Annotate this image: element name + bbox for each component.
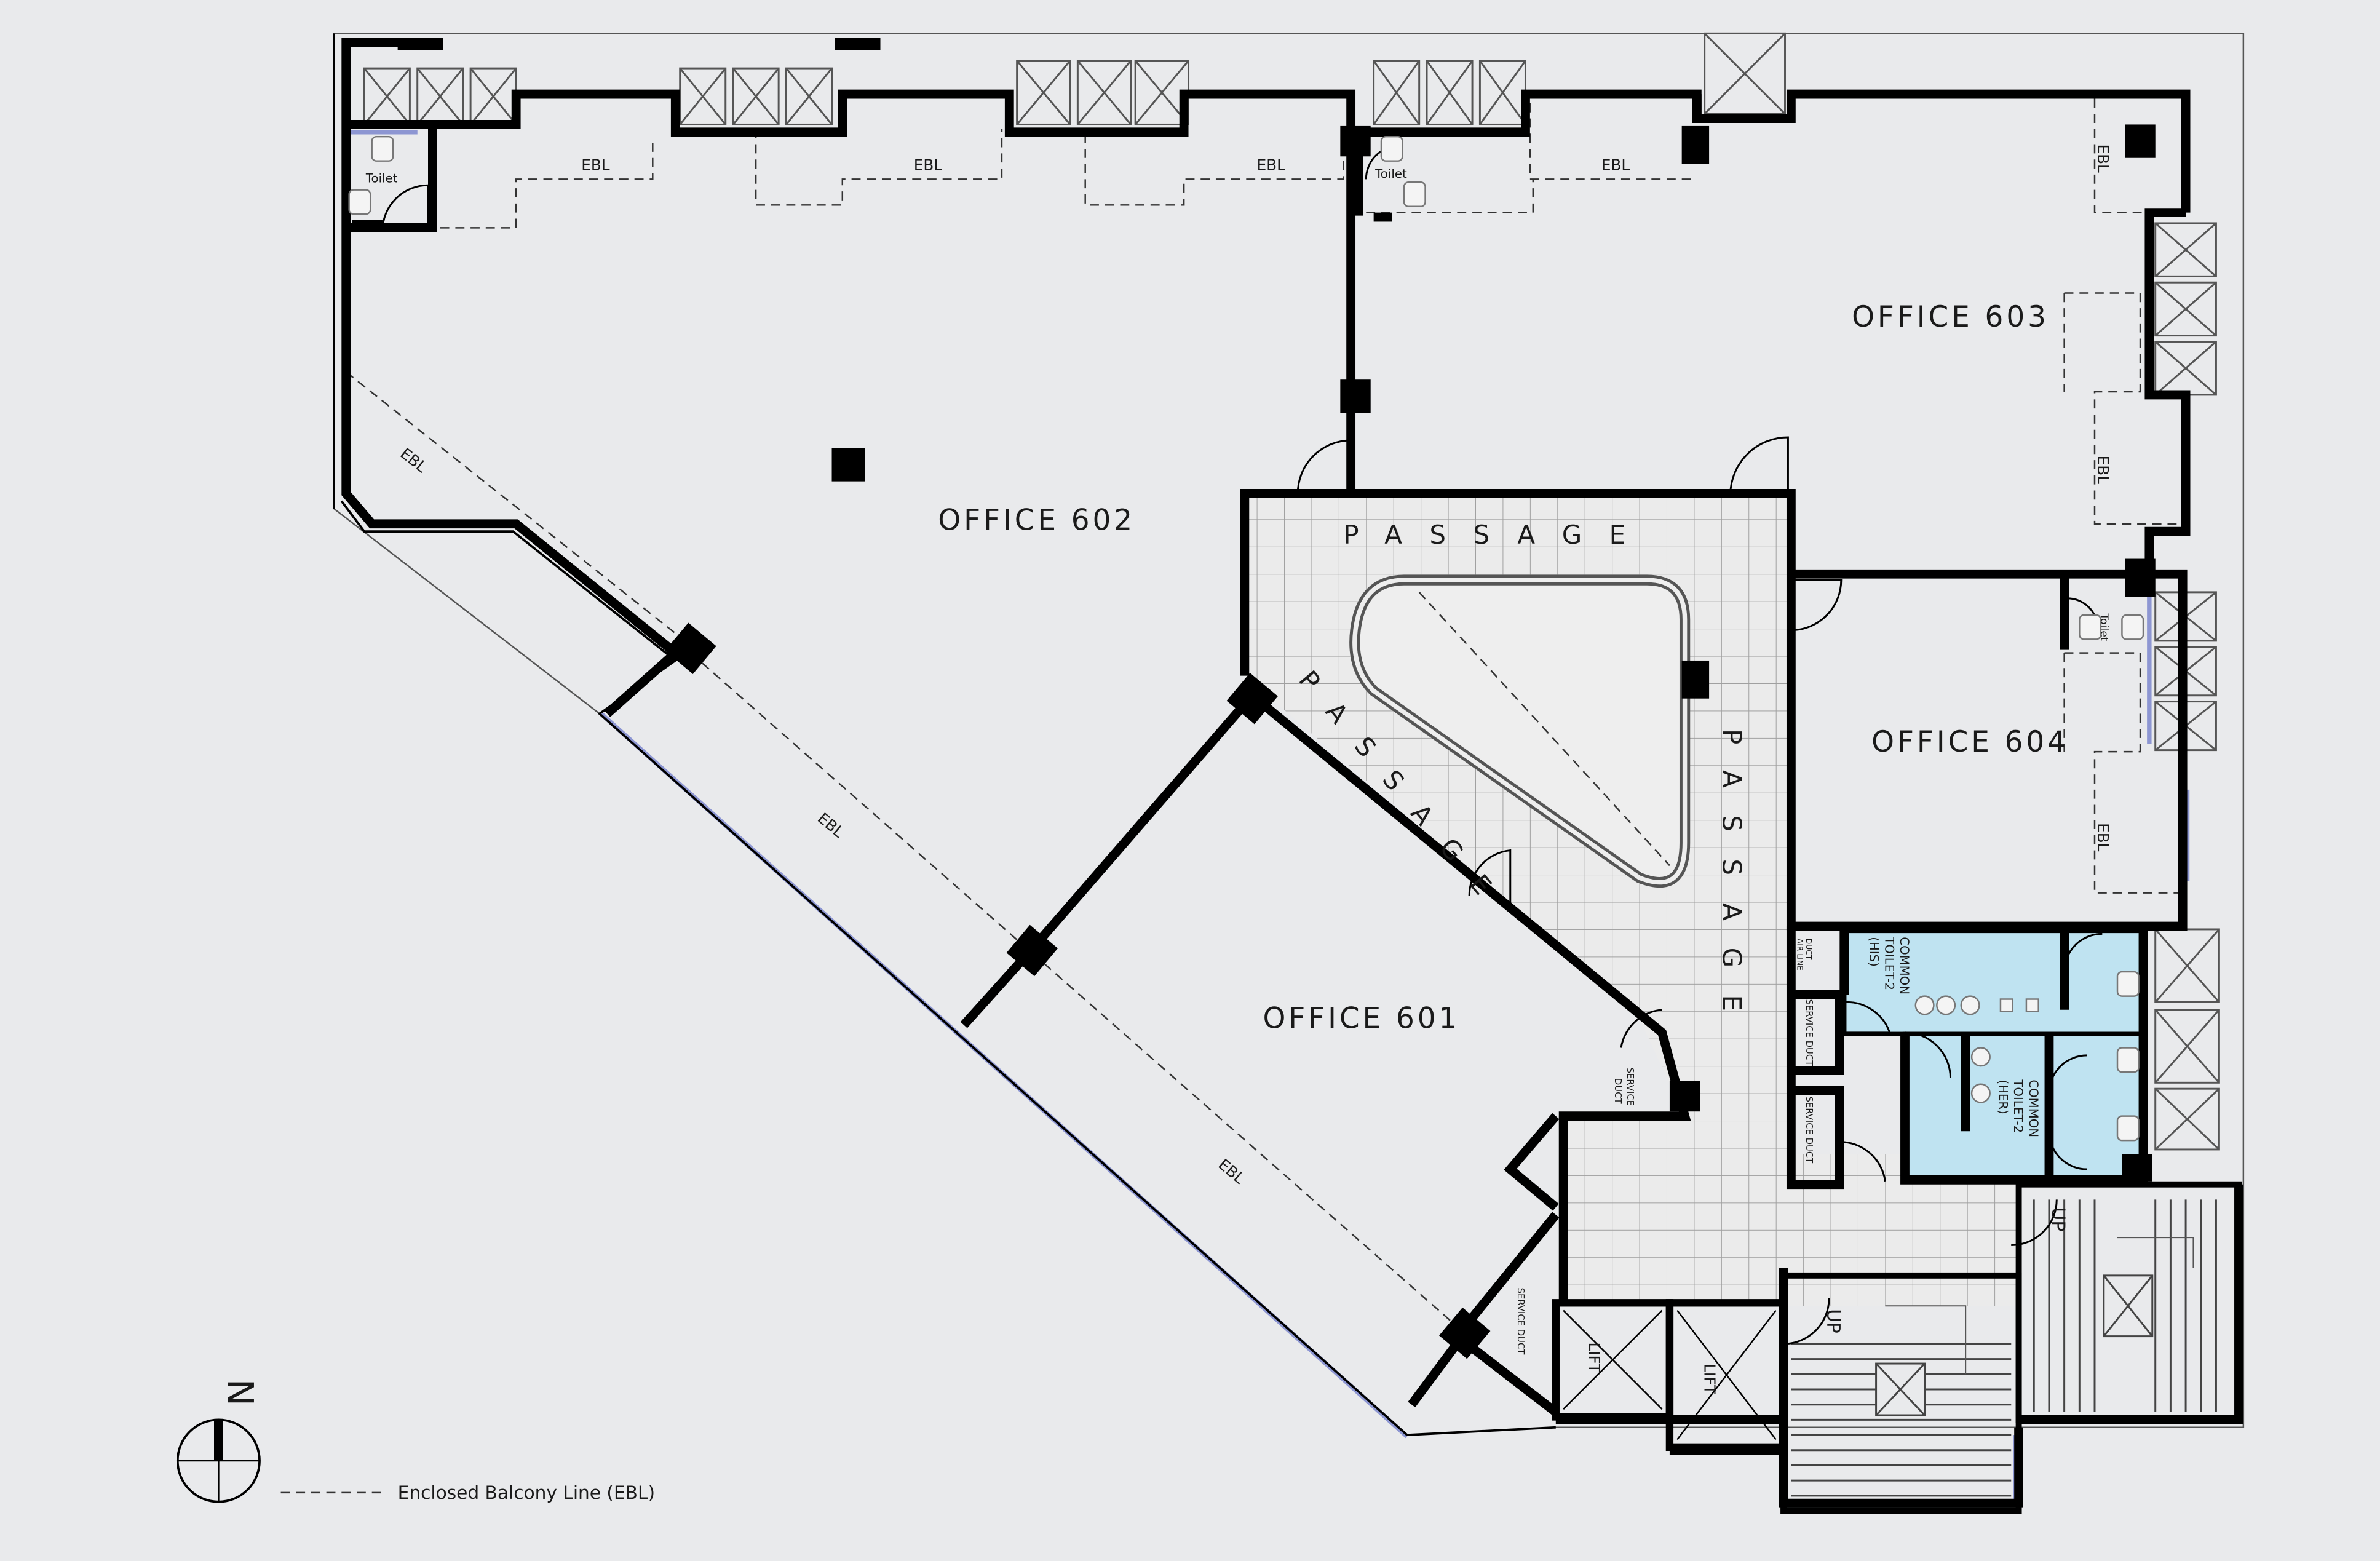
structural-columns [352, 38, 2156, 1359]
ebl-label-2: EBL [914, 156, 943, 174]
ebl-label-4: EBL [1601, 156, 1630, 174]
service-duct-label-3: SERVICE DUCT [1515, 1288, 1526, 1356]
office-603-label: OFFICE 603 [1852, 300, 2049, 334]
service-duct-label-4: SERVICE DUCT [1612, 1068, 1635, 1106]
passage-label-east: PASSAGE [1716, 729, 1747, 1038]
service-duct-label-1: SERVICE DUCT [1804, 999, 1814, 1067]
svg-text:(HIS): (HIS) [1867, 937, 1881, 967]
sanitary-fixtures [348, 135, 2144, 1142]
office-602-label: OFFICE 602 [938, 504, 1135, 538]
toilet-label-3: Toilet [2098, 613, 2110, 641]
svg-text:DUCT: DUCT [1804, 939, 1813, 960]
svg-text:AIR LINE: AIR LINE [1795, 939, 1804, 971]
service-duct-label-2: SERVICE DUCT [1804, 1097, 1814, 1164]
office-604-label: OFFICE 604 [1871, 725, 2069, 759]
svg-text:TOILET-2: TOILET-2 [1882, 936, 1896, 990]
toilet-label-1: Toilet [365, 171, 398, 185]
common-toilet-his-label: COMMON TOILET-2 (HIS) [1867, 936, 1911, 995]
north-label: N [219, 1379, 261, 1406]
lift-label-2: LIFT [1701, 1364, 1719, 1395]
svg-text:COMMON: COMMON [1897, 937, 1911, 995]
svg-text:COMMON: COMMON [2026, 1079, 2041, 1137]
ebl-label-7: EBL [2094, 823, 2112, 852]
ebl-label-6: EBL [2094, 456, 2112, 485]
ebl-label-3: EBL [1257, 156, 1286, 174]
ebl-label-8: EBL [397, 445, 430, 476]
ebl-label-1: EBL [581, 156, 610, 174]
ebl-label-5: EBL [2094, 145, 2112, 173]
ebl-label-10: EBL [1215, 1155, 1248, 1187]
legend-text: Enclosed Balcony Line (EBL) [398, 1482, 655, 1503]
lift-shafts [1552, 1299, 1788, 1452]
stair-arrows [1885, 1237, 2194, 1375]
svg-text:(HER): (HER) [1996, 1079, 2010, 1114]
svg-text:DUCT: DUCT [1612, 1078, 1623, 1105]
svg-text:SERVICE: SERVICE [1625, 1068, 1635, 1106]
duct-air-line-label: DUCT AIR LINE [1795, 939, 1813, 971]
svg-text:TOILET-2: TOILET-2 [2011, 1079, 2025, 1133]
office-601-label: OFFICE 601 [1263, 1001, 1460, 1035]
common-toilet-her-label: COMMON TOILET-2 (HER) [1996, 1079, 2041, 1137]
toilet-label-2: Toilet [1374, 167, 1407, 181]
passage-label-north: PASSAGE [1343, 520, 1652, 550]
ebl-label-9: EBL [814, 809, 847, 841]
planter-boxes [363, 32, 2220, 1151]
ebl-lines [345, 98, 2186, 1334]
balcony-edge [333, 33, 1556, 1436]
stair-up-label-2: UP [2048, 1207, 2069, 1232]
lift-label-1: LIFT [1585, 1342, 1603, 1373]
north-arrow-icon [176, 1418, 261, 1503]
stair-up-label-1: UP [1823, 1309, 1844, 1333]
